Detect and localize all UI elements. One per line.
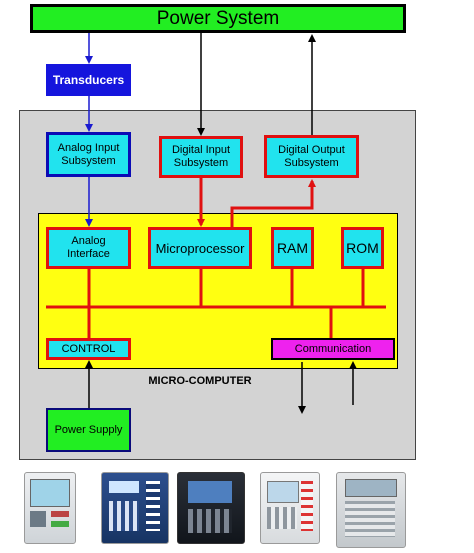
control-box: CONTROL: [46, 338, 131, 360]
digital-input-label-line2: Subsystem: [173, 157, 229, 169]
digital-output-label-line1: Digital Output: [278, 143, 345, 156]
rom-box: ROM: [341, 227, 384, 269]
relay-device-3: [177, 472, 245, 544]
power-supply-label: Power Supply: [54, 424, 123, 436]
micro-computer-label: MICRO-COMPUTER: [148, 375, 252, 387]
power-system-box: Power System: [30, 4, 406, 33]
transducers-box: Transducers: [46, 64, 131, 96]
communication-box: Communication: [271, 338, 395, 360]
rom-label: ROM: [346, 240, 379, 256]
ram-box: RAM: [271, 227, 314, 269]
analog-input-label-line2: Subsystem: [61, 154, 116, 167]
power-system-label: Power System: [156, 7, 280, 29]
ram-label: RAM: [276, 240, 309, 256]
digital-output-label-line2: Subsystem: [284, 156, 339, 169]
power-supply-box: Power Supply: [46, 408, 131, 452]
analog-interface-label-line2: Interface: [67, 248, 110, 260]
relay-device-1: [24, 472, 76, 544]
analog-input-subsystem-box: Analog Input Subsystem: [46, 132, 131, 177]
wire-microprocessor-to-digital-output: [230, 179, 316, 227]
relay-device-2: [101, 472, 169, 544]
microprocessor-box: Microprocessor: [148, 227, 252, 269]
digital-output-subsystem-box: Digital Output Subsystem: [264, 135, 359, 178]
relay-device-4: [260, 472, 320, 544]
transducers-label: Transducers: [52, 73, 125, 87]
digital-input-subsystem-box: Digital Input Subsystem: [159, 136, 243, 178]
relay-device-5: [336, 472, 406, 548]
microprocessor-label: Microprocessor: [155, 240, 245, 256]
analog-input-label-line1: Analog Input: [57, 141, 120, 154]
analog-interface-box: Analog Interface: [46, 227, 131, 269]
analog-interface-label-line1: Analog: [71, 235, 106, 247]
communication-label: Communication: [294, 343, 372, 355]
digital-input-label-line1: Digital Input: [171, 144, 231, 156]
control-label: CONTROL: [61, 343, 116, 355]
